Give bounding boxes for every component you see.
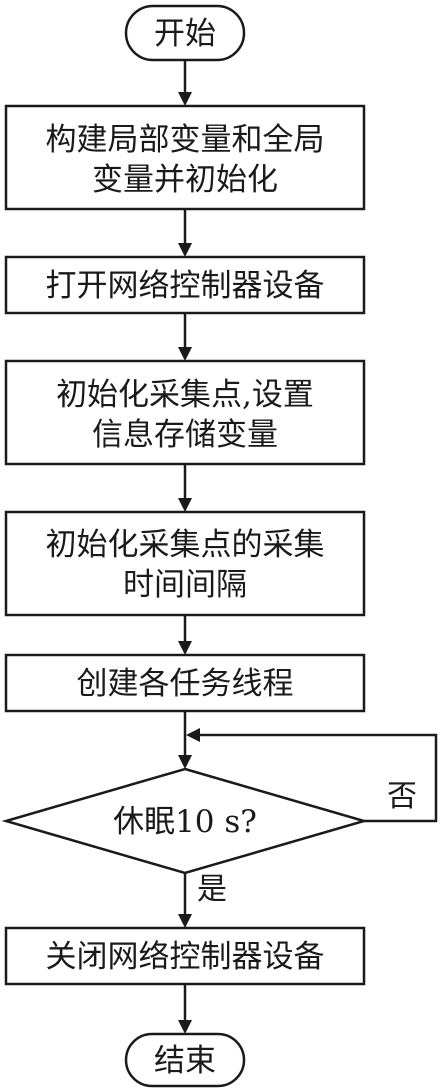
process-label-line1: 初始化采集点的采集 [46,527,325,563]
process-box [4,510,366,617]
process-box [4,926,366,986]
process-open-network-controller: 打开网络控制器设备 [4,255,366,315]
arrowhead [178,641,192,655]
yes-label: 是 [197,872,227,907]
arrowhead-loop [186,728,200,742]
process-close-network-controller: 关闭网络控制器设备 [4,926,366,986]
start-label: 开始 [154,16,216,52]
process-label-line2: 信息存储变量 [92,417,278,453]
process-init-collection-interval: 初始化采集点的采集 时间间隔 [4,510,366,617]
process-label: 打开网络控制器设备 [46,268,325,304]
process-label: 创建各任务线程 [77,666,294,702]
decision-sleep-10s: 休眠10 s? [1,767,369,875]
process-box [4,104,366,211]
arrowhead [178,347,192,361]
no-label: 否 [387,779,417,814]
start-terminal: 开始 [124,4,246,62]
decision-label: 休眠10 s? [113,804,257,840]
end-terminal: 结束 [124,1032,246,1088]
arrowhead [178,914,192,928]
process-label-line2: 变量并初始化 [92,162,278,198]
arrowhead [178,243,192,257]
arrowhead [178,92,192,106]
arrowhead [178,498,192,512]
process-label-line2: 时间间隔 [123,567,247,603]
process-label-line1: 初始化采集点,设置 [56,377,314,413]
process-init-variables: 构建局部变量和全局 变量并初始化 [4,104,366,211]
end-terminal-shape [124,1032,246,1088]
process-box [4,653,366,713]
connector-no-loop [200,733,438,823]
process-box [4,359,366,466]
process-init-collection-points: 初始化采集点,设置 信息存储变量 [4,359,366,466]
arrowhead [178,755,192,769]
process-create-task-threads: 创建各任务线程 [4,653,366,713]
end-label: 结束 [154,1043,216,1079]
arrowhead [178,1020,192,1034]
process-label-line1: 构建局部变量和全局 [46,122,325,158]
process-label: 关闭网络控制器设备 [46,939,325,975]
